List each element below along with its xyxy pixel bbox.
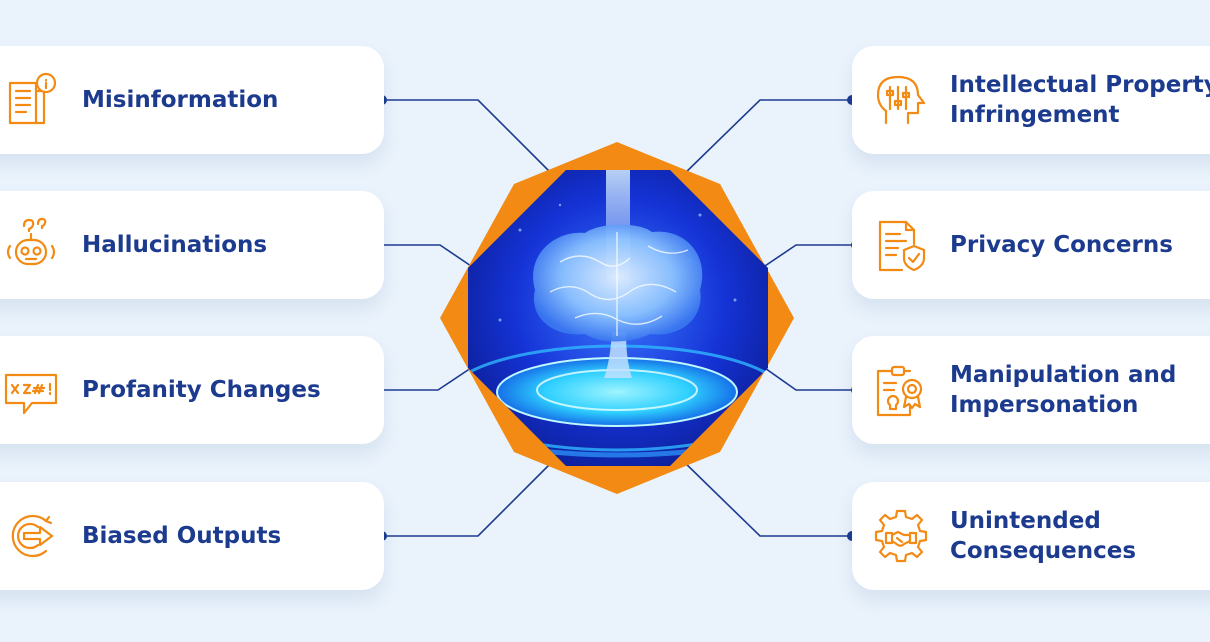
connector-ip — [679, 99, 852, 179]
label-intellectual-property: Intellectual Property Infringement — [950, 72, 1210, 128]
card-biased-outputs: Biased Outputs — [0, 482, 384, 590]
connector-unintended — [679, 457, 852, 537]
censored-speech-bubble-icon — [2, 361, 60, 419]
confused-robot-icon — [2, 216, 60, 274]
card-intellectual-property: Intellectual Property Infringement — [852, 46, 1210, 154]
connector-profanity — [377, 365, 475, 391]
circular-arrow-icon — [2, 507, 60, 565]
head-sliders-icon — [872, 71, 930, 129]
card-privacy-concerns: Privacy Concerns — [852, 191, 1210, 299]
connector-manipulation — [761, 365, 856, 391]
clipboard-award-icon — [872, 361, 930, 419]
glowing-brain-icon — [468, 170, 768, 466]
connector-privacy — [761, 244, 856, 269]
label-misinformation: Misinformation — [82, 87, 279, 113]
card-manipulation-impersonation: Manipulation and Impersonation — [852, 336, 1210, 444]
gear-handshake-icon — [872, 507, 930, 565]
card-profanity-changes: Profanity Changes — [0, 336, 384, 444]
label-biased-outputs: Biased Outputs — [82, 523, 282, 549]
connector-misinformation — [382, 99, 557, 179]
card-hallucinations: Hallucinations — [0, 191, 384, 299]
connector-biased — [382, 457, 557, 537]
label-manipulation-impersonation: Manipulation and Impersonation — [950, 362, 1177, 418]
label-hallucinations: Hallucinations — [82, 232, 268, 258]
label-privacy-concerns: Privacy Concerns — [950, 232, 1173, 258]
label-unintended-consequences: Unintended Consequences — [950, 508, 1137, 564]
connector-hallucinations — [377, 244, 475, 269]
card-unintended-consequences: Unintended Consequences — [852, 482, 1210, 590]
document-shield-icon — [872, 216, 930, 274]
label-profanity-changes: Profanity Changes — [82, 377, 321, 403]
document-info-icon — [2, 71, 60, 129]
card-misinformation: Misinformation — [0, 46, 384, 154]
